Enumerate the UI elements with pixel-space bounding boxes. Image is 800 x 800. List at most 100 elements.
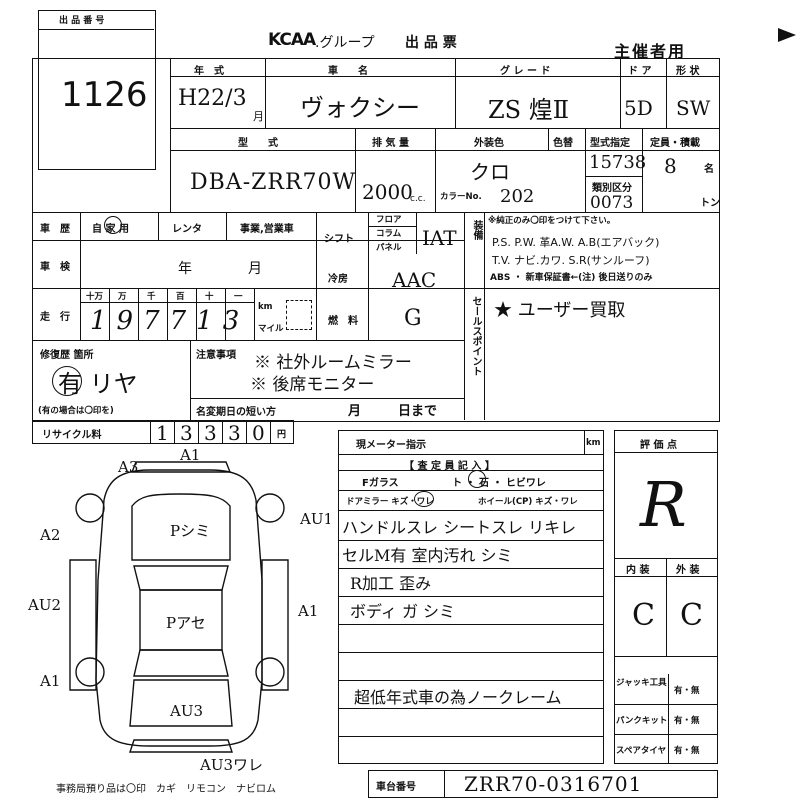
shift-panel: パネル — [376, 243, 402, 253]
spare-yes-no: 有・無 — [674, 746, 700, 756]
repair-circle — [52, 366, 82, 396]
mark-roof: Pシミ — [170, 522, 210, 540]
car-wheel-rear-left — [75, 657, 105, 687]
capacity-value: 8 — [664, 154, 677, 178]
color-label: 外装色 — [474, 138, 504, 149]
fuel-label: 燃 料 — [328, 316, 358, 327]
car-body-outline — [95, 469, 263, 747]
mark-a1-top: A1 — [179, 446, 200, 464]
lot-number-label: 出 品 番 号 — [59, 16, 105, 26]
appraisal-note-3: ボディ ガ シミ — [350, 602, 456, 621]
mileage-check-box — [286, 300, 312, 330]
type-designation-value: 15738 — [589, 152, 647, 173]
equipment-note: ※純正のみ〇印をつけて下さい。 — [488, 216, 616, 226]
puncture-yes-no: 有・無 — [674, 716, 700, 726]
shape-label: 形 状 — [676, 66, 700, 77]
recycle-box — [32, 420, 294, 444]
doors-label: ド ア — [628, 66, 652, 77]
color-value: クロ — [470, 160, 510, 184]
interior-label: 内 装 — [626, 565, 650, 576]
shift-label: シフト — [324, 234, 354, 245]
glass-label: Fガラス — [362, 478, 399, 489]
lot-number-box: 出 品 番 号 1126 — [38, 10, 156, 170]
shift-column: コラム — [376, 229, 402, 239]
wheel-label: ホイール(CP) キズ・ワレ — [478, 497, 578, 507]
deadline-label: 名変期日の短い方 — [196, 407, 276, 418]
corner-mark — [778, 28, 796, 42]
model-value: DBA-ZRR70W — [190, 170, 357, 195]
notice-line-1: ※ 社外ルームミラー — [254, 353, 412, 373]
digit-unit-0: 十万 — [86, 292, 104, 302]
color-number-label: カラーNo. — [440, 192, 482, 202]
recycle-label: リサイクル料 — [42, 430, 102, 441]
equipment-label: 装備 — [471, 220, 482, 240]
mirror-label: ドアミラー キズ・ワレ — [346, 497, 434, 507]
category-label: 類別区分 — [592, 183, 632, 194]
mileage-value: 197713 — [90, 306, 250, 336]
car-windshield — [133, 565, 229, 591]
inspection-label: 車 検 — [40, 262, 70, 273]
digit-unit-4: 十 — [205, 292, 214, 302]
mark-a2: A2 — [39, 526, 60, 544]
notice-line-2: ※ 後席モニター — [250, 375, 375, 395]
car-name-value: ヴォクシー — [300, 94, 420, 122]
digit-unit-2: 千 — [147, 292, 156, 302]
category-value: 0073 — [590, 193, 634, 213]
mile-label: マイル — [258, 324, 284, 334]
model-label: 型 式 — [238, 138, 278, 149]
car-wheel-front-right — [255, 493, 285, 523]
chassis-box — [368, 770, 718, 798]
equipment-line-1: P.S. P.W. 革A.W. A.B(エアバック) — [492, 236, 660, 249]
recycle-unit: 円 — [277, 430, 287, 440]
appraisal-box — [338, 430, 604, 764]
mark-a1-right: A1 — [297, 602, 318, 620]
fuel-value: G — [404, 306, 422, 331]
score-label: 評 価 点 — [640, 440, 677, 451]
capacity-unit: 名 — [704, 164, 714, 175]
car-rear-window — [133, 649, 229, 677]
shift-value: IAT — [422, 226, 457, 250]
recycle-digit-1: 3 — [180, 421, 193, 445]
deadline-month: 月 — [348, 404, 362, 419]
shift-floor: フロア — [376, 215, 402, 225]
inspection-year: 年 — [178, 261, 192, 277]
year-value: H22/3 — [178, 86, 247, 111]
mark-au1: AU1 — [299, 510, 330, 528]
car-wheel-rear-right — [255, 657, 285, 687]
meter-unit: km — [586, 438, 601, 448]
displacement-label: 排 気 量 — [372, 138, 409, 149]
cc-unit: c.c. — [410, 194, 426, 204]
digit-unit-1: 万 — [118, 292, 127, 302]
equipment-line-3: ABS ・ 新車保証書←(注) 後日送りのみ — [490, 273, 653, 283]
glass-circle — [468, 470, 486, 488]
equipment-line-2: T.V. ナビ.カワ. S.R(サンルーフ) — [492, 254, 650, 267]
sales-point-label: セールスポイント — [470, 296, 481, 376]
car-trunk — [129, 679, 233, 727]
sales-point-value: ★ ユーザー買取 — [494, 300, 626, 321]
deadline-day: 日まで — [398, 404, 438, 419]
digit-unit-5: 一 — [234, 292, 243, 302]
chassis-value: ZRR70-0316701 — [464, 772, 643, 796]
mark-hood: Pアセ — [166, 614, 206, 632]
year-label: 年 式 — [194, 66, 224, 77]
color-number-value: 202 — [500, 186, 535, 207]
appraisal-note-2: R加工 歪み — [350, 574, 432, 593]
grade-value: ZS 煌Ⅱ — [488, 96, 570, 124]
glass-items: ト ・ 石 ・ ヒビワレ — [452, 478, 546, 489]
lot-number: 1126 — [61, 75, 148, 115]
appraisal-note-6: 超低年式車の為ノークレーム — [354, 688, 562, 707]
sheet-title: 出 品 票 — [405, 35, 457, 51]
type-designation-label: 型式指定 — [590, 138, 630, 149]
appraisal-header: 【 査 定 員 記 入 】 — [404, 461, 495, 472]
mark-a3: A3 — [117, 458, 138, 476]
puncture-label: パンクキット — [616, 716, 668, 726]
car-left-side — [69, 559, 97, 691]
spare-label: スペアタイヤ — [616, 746, 667, 756]
mark-au3-crack: AU3ワレ — [199, 756, 263, 774]
shape-value: SW — [676, 96, 711, 120]
mirror-circle — [414, 491, 434, 507]
car-right-side — [261, 559, 289, 691]
score-value: R — [640, 468, 687, 541]
car-name-label: 車 名 — [328, 66, 368, 77]
car-front-bumper — [130, 461, 232, 473]
